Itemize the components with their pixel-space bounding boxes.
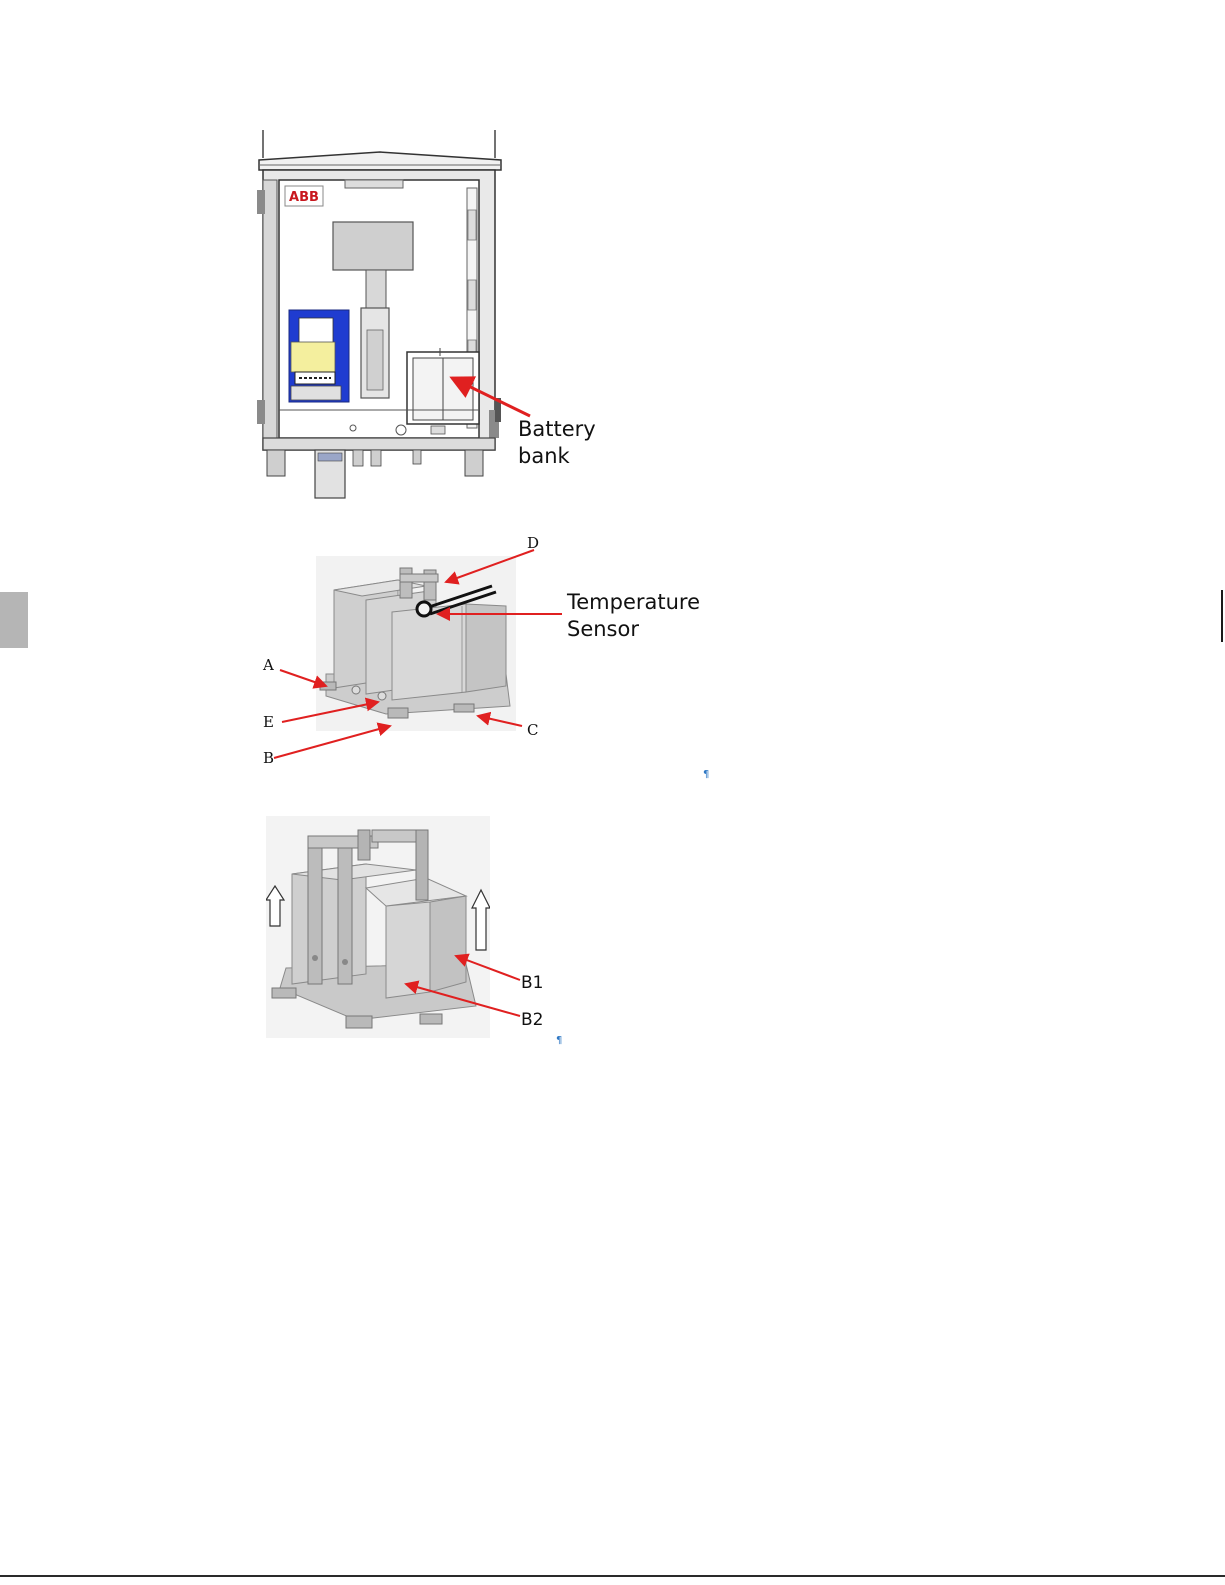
label-b: B bbox=[263, 749, 274, 767]
label-d: D bbox=[527, 534, 539, 552]
figure3-arrows bbox=[400, 944, 530, 1024]
label-b1: B1 bbox=[521, 973, 543, 993]
label-a: A bbox=[263, 656, 274, 674]
arrow-b1 bbox=[456, 956, 520, 980]
temperature-sensor-line1: Temperature bbox=[567, 589, 700, 616]
label-b2: B2 bbox=[521, 1010, 543, 1030]
arrow-c bbox=[478, 716, 522, 726]
temperature-sensor-label: Temperature Sensor bbox=[567, 589, 700, 643]
cabinet-drawing: ABB bbox=[255, 130, 505, 502]
battery-bank-label-line2: bank bbox=[518, 443, 596, 470]
paragraph-mark-1: ¶ bbox=[703, 770, 709, 780]
arrow-e bbox=[282, 702, 378, 722]
battery-bank-label-line1: Battery bbox=[518, 416, 596, 443]
abb-logo: ABB bbox=[289, 190, 319, 205]
footer-rule bbox=[0, 1575, 1225, 1577]
arrow-b2 bbox=[406, 984, 520, 1016]
side-tab bbox=[0, 592, 28, 648]
label-c: C bbox=[527, 721, 538, 739]
arrow-a bbox=[280, 670, 326, 686]
temperature-sensor-line2: Sensor bbox=[567, 616, 700, 643]
battery-bank-label: Battery bank bbox=[518, 416, 596, 470]
right-edge-mark bbox=[1221, 590, 1223, 642]
arrow-d bbox=[446, 550, 534, 582]
paragraph-mark-2: ¶ bbox=[556, 1036, 562, 1046]
arrow-b bbox=[274, 726, 390, 758]
label-e: E bbox=[263, 713, 274, 731]
